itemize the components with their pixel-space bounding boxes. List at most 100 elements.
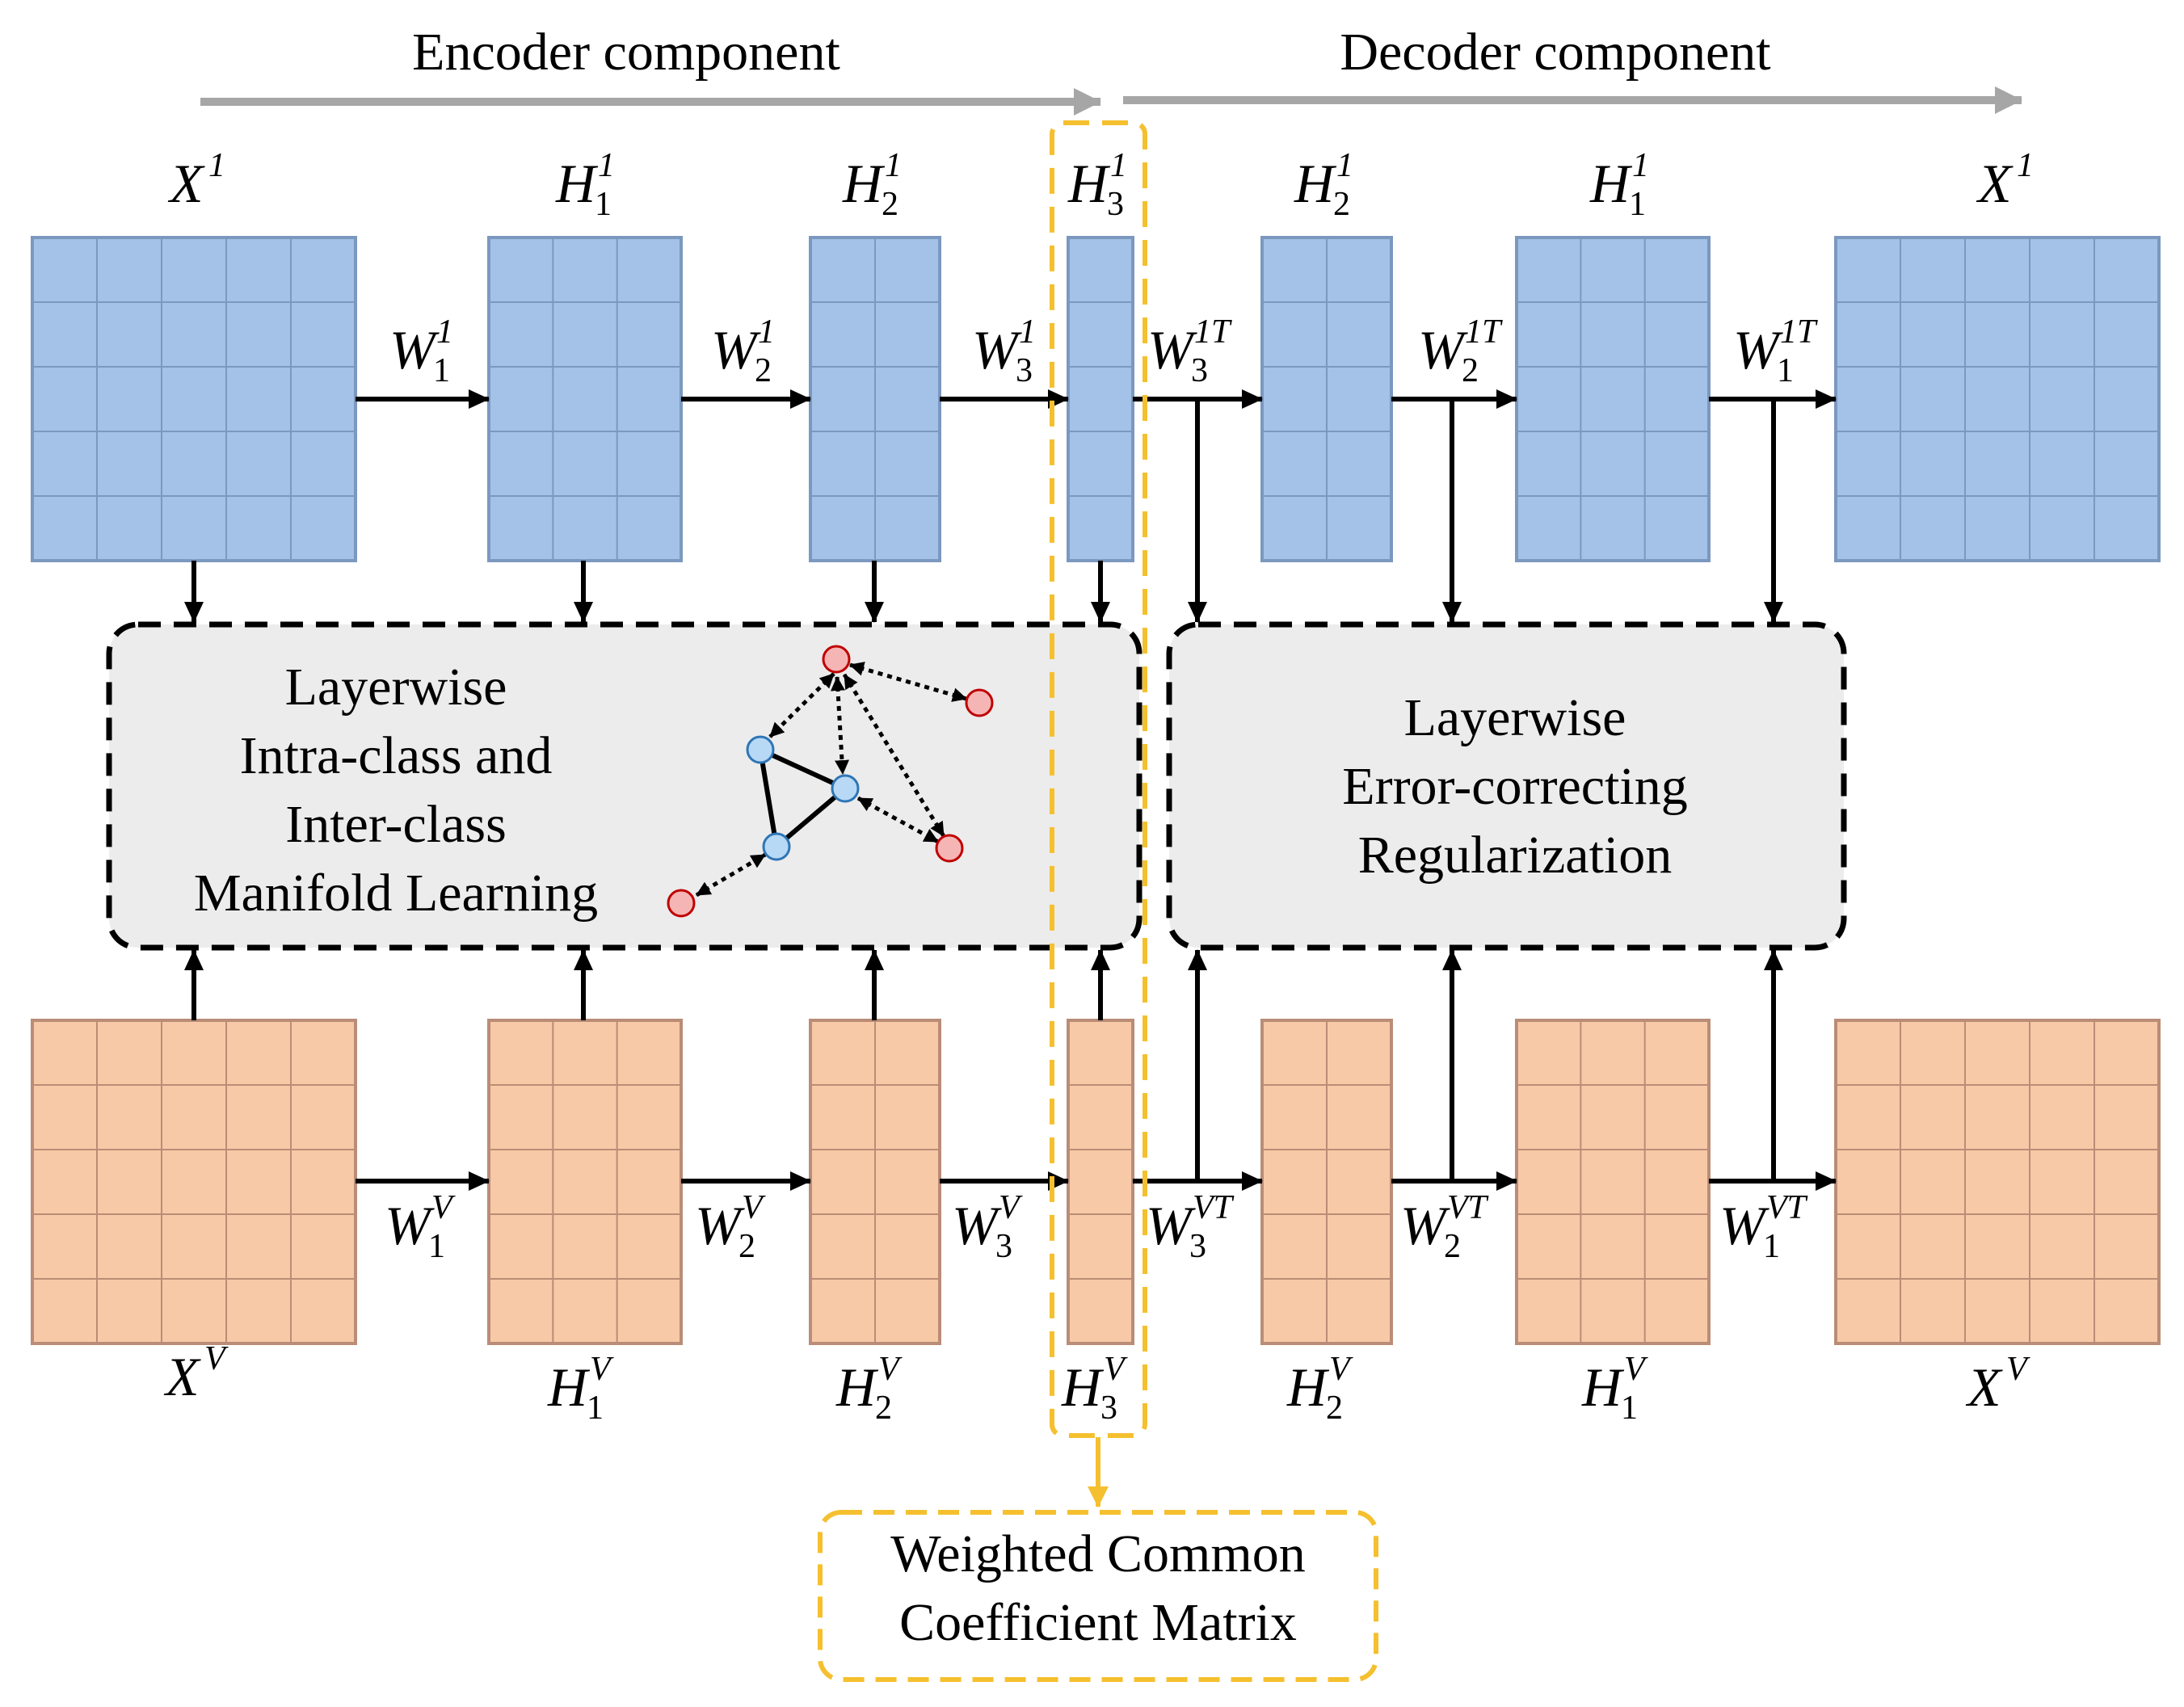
- svg-text:1: 1: [595, 186, 612, 223]
- x-input-viewV-matrix: [31, 1019, 357, 1345]
- hV-2-enc-label: H: [835, 1356, 879, 1418]
- svg-text:1: 1: [1632, 147, 1649, 184]
- h1-dec-viewV-matrix: [1515, 1019, 1711, 1345]
- graph-node-red: [965, 688, 994, 717]
- svg-text:2: 2: [1333, 186, 1350, 223]
- error-panel-line-2: Error-correcting: [1342, 757, 1687, 816]
- graph-node-blue: [762, 832, 791, 861]
- svg-text:V: V: [431, 1189, 456, 1226]
- h1-enc-viewV-matrix: [487, 1019, 683, 1345]
- svg-text:1: 1: [428, 1228, 445, 1265]
- weighted-common-coefficient-box: [818, 1510, 1378, 1682]
- svg-text:1: 1: [1336, 147, 1353, 184]
- w1-1-label: W: [389, 319, 440, 381]
- manifold-panel-line-2: Intra-class and: [240, 726, 553, 785]
- svg-text:2: 2: [739, 1228, 755, 1265]
- svg-text:3: 3: [1100, 1390, 1117, 1427]
- matrices-layer: [31, 236, 2161, 1345]
- manifold-panel-line-3: Inter-class: [285, 795, 507, 854]
- svg-text:V: V: [1624, 1351, 1648, 1388]
- graph-edge-solid: [759, 747, 847, 791]
- graph-node-blue: [831, 774, 860, 803]
- svg-text:V: V: [590, 1351, 614, 1388]
- wV-1-label: W: [385, 1195, 435, 1256]
- h1-2-dec-label: H: [1294, 153, 1337, 214]
- svg-text:VT: VT: [1447, 1189, 1489, 1226]
- svg-text:V: V: [999, 1189, 1023, 1226]
- graph-edge-dotted: [831, 676, 849, 775]
- svg-text:2: 2: [1462, 352, 1479, 389]
- svg-text:V: V: [742, 1189, 766, 1226]
- h2-dec-view1-matrix: [1260, 236, 1393, 562]
- svg-text:V: V: [204, 1340, 229, 1377]
- decoder-component-label: Decoder component: [1340, 23, 1770, 82]
- wV-2-label: W: [695, 1195, 745, 1256]
- connectors-layer: [184, 389, 1837, 1191]
- svg-text:1: 1: [1110, 147, 1127, 184]
- h1-2-enc-label: H: [842, 153, 886, 214]
- svg-text:1: 1: [1777, 352, 1794, 389]
- h3-view1-matrix: [1067, 236, 1134, 562]
- svg-text:1: 1: [1621, 1390, 1638, 1427]
- svg-text:1: 1: [208, 147, 225, 184]
- svg-text:V: V: [1104, 1351, 1128, 1388]
- graph-node-red: [935, 834, 964, 863]
- svg-text:1T: 1T: [1194, 313, 1232, 351]
- w1-2T-label: W: [1418, 319, 1468, 381]
- svg-text:VT: VT: [1193, 1189, 1235, 1226]
- svg-text:3: 3: [1016, 352, 1033, 389]
- svg-text:1: 1: [436, 313, 453, 351]
- graph-edge-dotted: [695, 852, 767, 898]
- w1-3T-label: W: [1147, 319, 1197, 381]
- svg-text:1T: 1T: [1780, 313, 1818, 351]
- svg-text:1: 1: [587, 1390, 604, 1427]
- svg-text:1: 1: [2017, 147, 2034, 184]
- h2-enc-view1-matrix: [809, 236, 941, 562]
- h2-enc-viewV-matrix: [809, 1019, 941, 1345]
- h1-3-label: H: [1067, 153, 1111, 214]
- xV-input-label: X: [163, 1346, 201, 1407]
- wV-2T-label: W: [1400, 1195, 1450, 1256]
- graph-edge-solid: [758, 749, 779, 847]
- svg-text:VT: VT: [1766, 1189, 1808, 1226]
- wV-3-label: W: [952, 1195, 1002, 1256]
- wV-3T-label: W: [1146, 1195, 1196, 1256]
- output-box-line-2: Coefficient Matrix: [899, 1593, 1297, 1652]
- x1-output-label: X: [1976, 153, 2014, 214]
- svg-text:1: 1: [433, 352, 450, 389]
- svg-text:3: 3: [1107, 186, 1124, 223]
- graph-edge-solid: [775, 786, 847, 849]
- svg-text:3: 3: [995, 1228, 1012, 1265]
- graph-edge-dotted: [849, 662, 967, 702]
- svg-text:V: V: [2006, 1351, 2030, 1388]
- error-panel-line-3: Regularization: [1358, 826, 1673, 885]
- svg-text:2: 2: [755, 352, 772, 389]
- svg-text:2: 2: [875, 1390, 892, 1427]
- wV-1T-label: W: [1719, 1195, 1770, 1256]
- xV-output-label: X: [1965, 1356, 2003, 1418]
- w1-2-label: W: [711, 319, 761, 381]
- x1-input-label: X: [167, 153, 205, 214]
- svg-text:1: 1: [1763, 1228, 1780, 1265]
- graph-node-red: [822, 645, 851, 674]
- svg-text:1T: 1T: [1465, 313, 1503, 351]
- h2-dec-viewV-matrix: [1260, 1019, 1393, 1345]
- error-panel-line-1: Layerwise: [1404, 688, 1626, 747]
- svg-text:3: 3: [1189, 1228, 1206, 1265]
- x-output-viewV-matrix: [1834, 1019, 2161, 1345]
- h3-viewV-matrix: [1067, 1019, 1134, 1345]
- graph-node-red: [667, 889, 696, 918]
- svg-text:1: 1: [1019, 313, 1036, 351]
- h1-enc-view1-matrix: [487, 236, 683, 562]
- x-input-view1-matrix: [31, 236, 357, 562]
- svg-text:2: 2: [882, 186, 898, 223]
- error-correcting-panel: [1166, 621, 1847, 951]
- manifold-graph-illustration: [667, 645, 994, 918]
- w1-1T-label: W: [1733, 319, 1783, 381]
- svg-text:V: V: [1329, 1351, 1353, 1388]
- svg-text:1: 1: [598, 147, 615, 184]
- manifold-panel-line-1: Layerwise: [285, 658, 507, 717]
- w1-3-label: W: [972, 319, 1022, 381]
